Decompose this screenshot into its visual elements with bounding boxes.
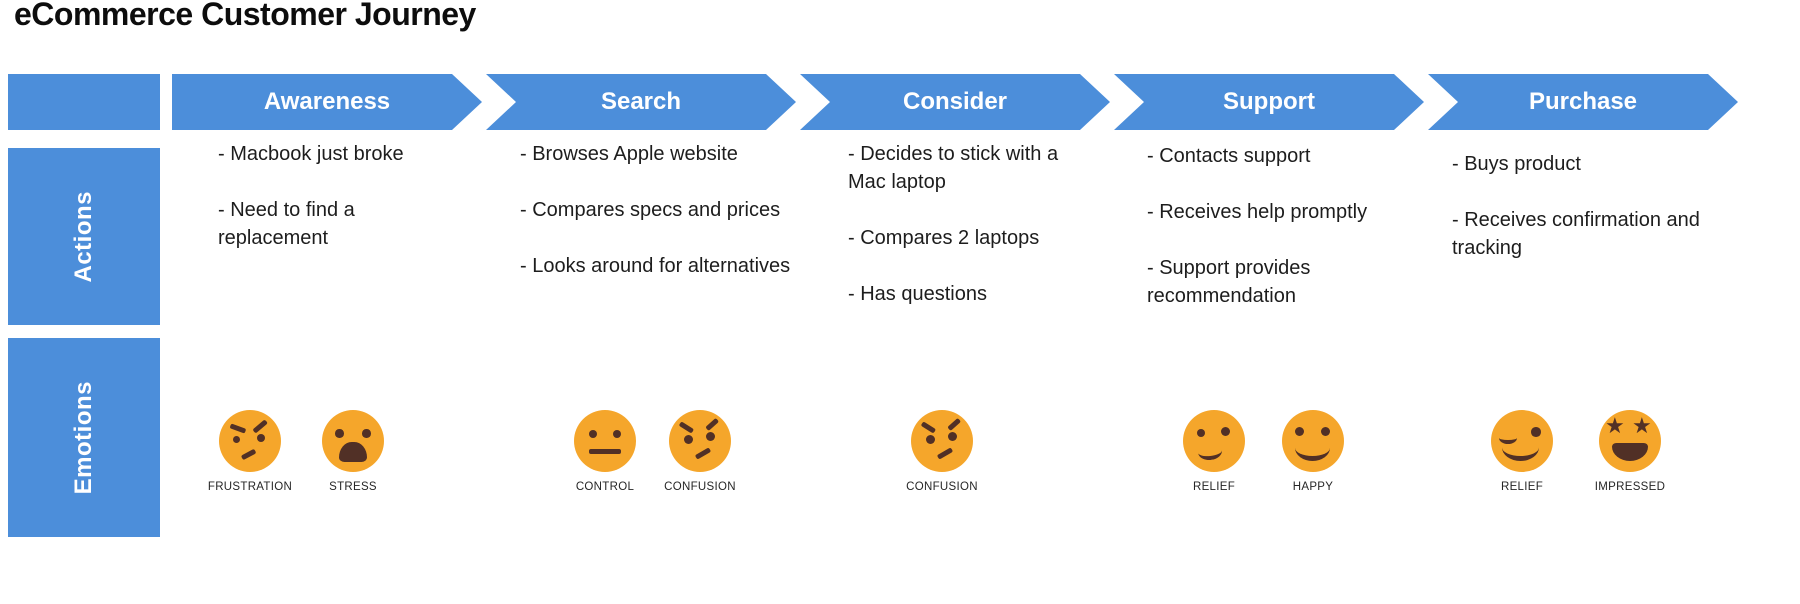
emotion-label: CONTROL [575, 481, 635, 493]
relief-wink-emoji-icon [1491, 410, 1553, 472]
emotion-item-confusion: CONFUSION [645, 410, 755, 493]
emotion-item-frustration: FRUSTRATION [195, 410, 305, 493]
action-item: - Browses Apple website [520, 143, 738, 165]
emotion-label: STRESS [329, 481, 377, 493]
emotion-item-relief: RELIEF [1159, 410, 1269, 493]
emotion-label: FRUSTRATION [207, 481, 293, 493]
stage-banner-label: Consider [902, 88, 1007, 115]
stress-emoji-icon [322, 410, 384, 472]
action-item: - Decides to stick with a Mac laptop [848, 143, 1059, 193]
relief-emoji-icon [1183, 410, 1245, 472]
sidebar-header-cell [8, 74, 160, 130]
emotion-item-stress: STRESS [298, 410, 408, 493]
action-item: - Has questions [848, 283, 987, 305]
action-item: - Contacts support [1147, 145, 1311, 167]
action-item: - Looks around for alternatives [520, 255, 791, 277]
emotion-label: RELIEF [1500, 481, 1544, 493]
actions-row-label: Actions [70, 190, 97, 283]
actions-column-support: - Contacts support - Receives help promp… [1147, 142, 1412, 338]
action-item: - Macbook just broke [218, 143, 404, 165]
sidebar-actions-cell: Actions [8, 148, 160, 325]
emotion-label: RELIEF [1192, 481, 1236, 493]
stage-banner-awareness: Awareness [172, 74, 482, 130]
emotion-label: HAPPY [1292, 481, 1334, 493]
control-emoji-icon [574, 410, 636, 472]
stage-banner-label: Purchase [1528, 88, 1638, 115]
emotions-row-label: Emotions [70, 380, 97, 495]
stage-banner-search: Search [486, 74, 796, 130]
action-item: - Receives help promptly [1147, 201, 1368, 223]
actions-column-search: - Browses Apple website - Compares specs… [520, 140, 805, 308]
actions-column-consider: - Decides to stick with a Mac laptop - C… [848, 140, 1083, 336]
emotion-item-impressed: ★ ★ IMPRESSED [1575, 410, 1685, 493]
emotion-item-control: CONTROL [550, 410, 660, 493]
emotion-label: CONFUSION [906, 481, 978, 493]
star-eye-icon: ★ [1632, 413, 1652, 438]
happy-emoji-icon [1282, 410, 1344, 472]
action-item: - Compares specs and prices [520, 199, 781, 221]
emotion-item-relief-wink: RELIEF [1467, 410, 1577, 493]
page-title: eCommerce Customer Journey [14, 0, 476, 32]
action-item: - Support provides recommendation [1147, 257, 1311, 307]
actions-column-awareness: - Macbook just broke - Need to find a re… [218, 140, 413, 280]
actions-column-purchase: - Buys product - Receives confirmation a… [1452, 150, 1724, 290]
stage-banner-label: Support [1223, 88, 1315, 115]
emotion-label: CONFUSION [664, 481, 736, 493]
emotion-item-confusion: CONFUSION [887, 410, 997, 493]
stage-banner-label: Search [600, 88, 682, 115]
stage-banner-purchase: Purchase [1428, 74, 1738, 130]
star-eye-icon: ★ [1605, 413, 1625, 438]
stage-banner-consider: Consider [800, 74, 1110, 130]
frustration-emoji-icon [219, 410, 281, 472]
confusion-emoji-icon [669, 410, 731, 472]
confusion-emoji-icon [911, 410, 973, 472]
emotion-item-happy: HAPPY [1258, 410, 1368, 493]
action-item: - Buys product [1452, 153, 1581, 175]
emotion-label: IMPRESSED [1594, 481, 1666, 493]
stage-banner-support: Support [1114, 74, 1424, 130]
action-item: - Receives confirmation and tracking [1452, 209, 1700, 259]
action-item: - Need to find a replacement [218, 199, 355, 249]
stage-banner-label: Awareness [263, 88, 391, 115]
impressed-emoji-icon: ★ ★ [1599, 410, 1661, 472]
action-item: - Compares 2 laptops [848, 227, 1040, 249]
sidebar-emotions-cell: Emotions [8, 338, 160, 537]
